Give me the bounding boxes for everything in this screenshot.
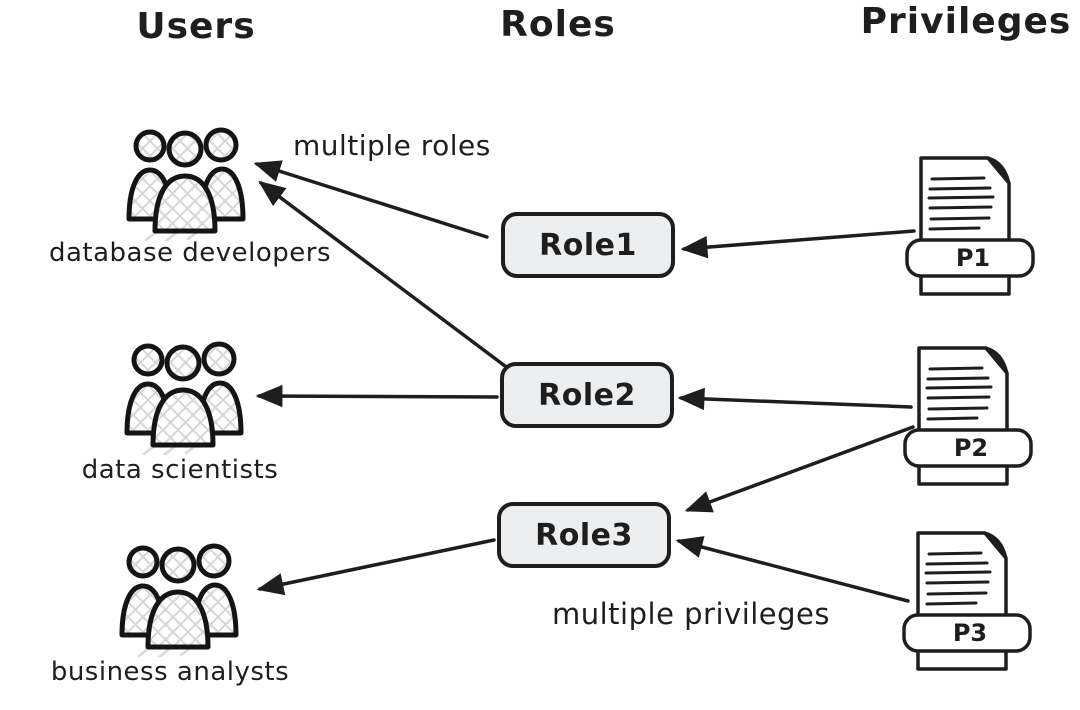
annotation-multiple-roles: multiple roles — [293, 129, 491, 162]
arrow-role3-to-business-analysts — [256, 538, 496, 596]
role-node-role2: Role2 — [500, 362, 674, 428]
privilege-label: P2 — [954, 434, 988, 462]
arrow-p3-to-role3 — [675, 536, 910, 603]
privilege-document-icon: P3 — [902, 531, 1032, 671]
arrow-role1-to-database-developers — [253, 160, 489, 239]
privilege-document-icon: P2 — [903, 346, 1033, 486]
privilege-label: P3 — [953, 619, 987, 647]
user-group-label: database developers — [48, 238, 332, 268]
arrow-p2-to-role2 — [677, 387, 913, 411]
role-node-role1: Role1 — [501, 212, 675, 278]
column-header-roles: Roles — [500, 4, 616, 45]
annotation-multiple-privileges: multiple privileges — [552, 597, 831, 631]
role-node-role3: Role3 — [497, 502, 671, 568]
users-group-icon — [126, 127, 246, 241]
arrow-role2-to-database-developers — [258, 180, 507, 368]
column-header-privileges: Privileges — [860, 1, 1072, 42]
user-group-label: business analysts — [50, 657, 290, 687]
arrow-p2-to-role3 — [684, 425, 915, 513]
privilege-label: P1 — [956, 244, 990, 272]
users-group-icon — [124, 341, 244, 455]
privilege-document-icon: P1 — [905, 156, 1035, 296]
user-group-label: data scientists — [81, 455, 279, 485]
arrow-p1-to-role1 — [680, 229, 916, 259]
column-header-users: Users — [136, 6, 256, 47]
users-group-icon — [119, 543, 239, 657]
arrow-role2-to-data-scientists — [255, 384, 499, 408]
